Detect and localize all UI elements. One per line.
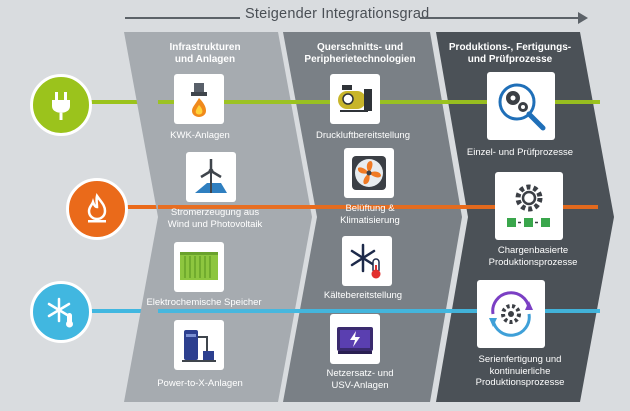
tile-serie [477, 280, 545, 348]
tile-kaelte [342, 236, 392, 286]
integration-axis: Steigender Integrationsgrad [0, 2, 630, 30]
fan-icon [352, 156, 386, 190]
label-kaelte: Kältebereitstellung [323, 290, 403, 301]
tile-belueftung [344, 148, 394, 198]
label-kwk: KWK-Anlagen [170, 130, 230, 141]
axis-arrowhead [578, 12, 588, 24]
gear-cycle-icon [489, 291, 533, 337]
axis-title: Steigender Integrationsgrad [245, 6, 430, 22]
compressor-icon [338, 85, 372, 112]
tile-wind-pv [186, 152, 236, 202]
flame-burner-icon [191, 83, 207, 117]
ups-unit-icon [337, 327, 373, 354]
axis-line-right [420, 17, 580, 19]
heat-flame-icon [87, 192, 107, 223]
battery-container-icon [180, 252, 218, 280]
electric-plug-icon [52, 92, 70, 120]
label-speicher: Elektrochemische Speicher [146, 297, 262, 308]
tile-druckluft [330, 74, 380, 124]
tile-kwk [174, 74, 224, 124]
tile-usv [330, 314, 380, 364]
tile-einzel [487, 72, 555, 140]
wind-turbine-solar-icon [195, 159, 227, 193]
heat-energy-circle [66, 178, 128, 240]
label-belueftung: Belüftung &Klimatisierung [340, 203, 400, 226]
tile-ptx [174, 320, 224, 370]
column-3-title: Produktions-, Fertigungs-und Prüfprozess… [448, 42, 572, 65]
cold-snowflake-icon [47, 297, 73, 328]
snowflake-thermometer-icon [350, 243, 381, 279]
label-druckluft: Druckluftbereitstellung [316, 130, 410, 141]
label-einzel: Einzel- und Prüfprozesse [466, 147, 574, 158]
gear-batch-icon [507, 184, 550, 227]
label-ptx: Power-to-X-Anlagen [157, 378, 243, 389]
tank-plant-icon [182, 330, 216, 362]
cold-energy-circle [30, 281, 92, 343]
gear-magnifier-icon [498, 83, 546, 131]
tile-charge [495, 172, 563, 240]
electric-energy-circle [30, 74, 92, 136]
tile-speicher [174, 242, 224, 292]
axis-line-left [125, 17, 240, 19]
